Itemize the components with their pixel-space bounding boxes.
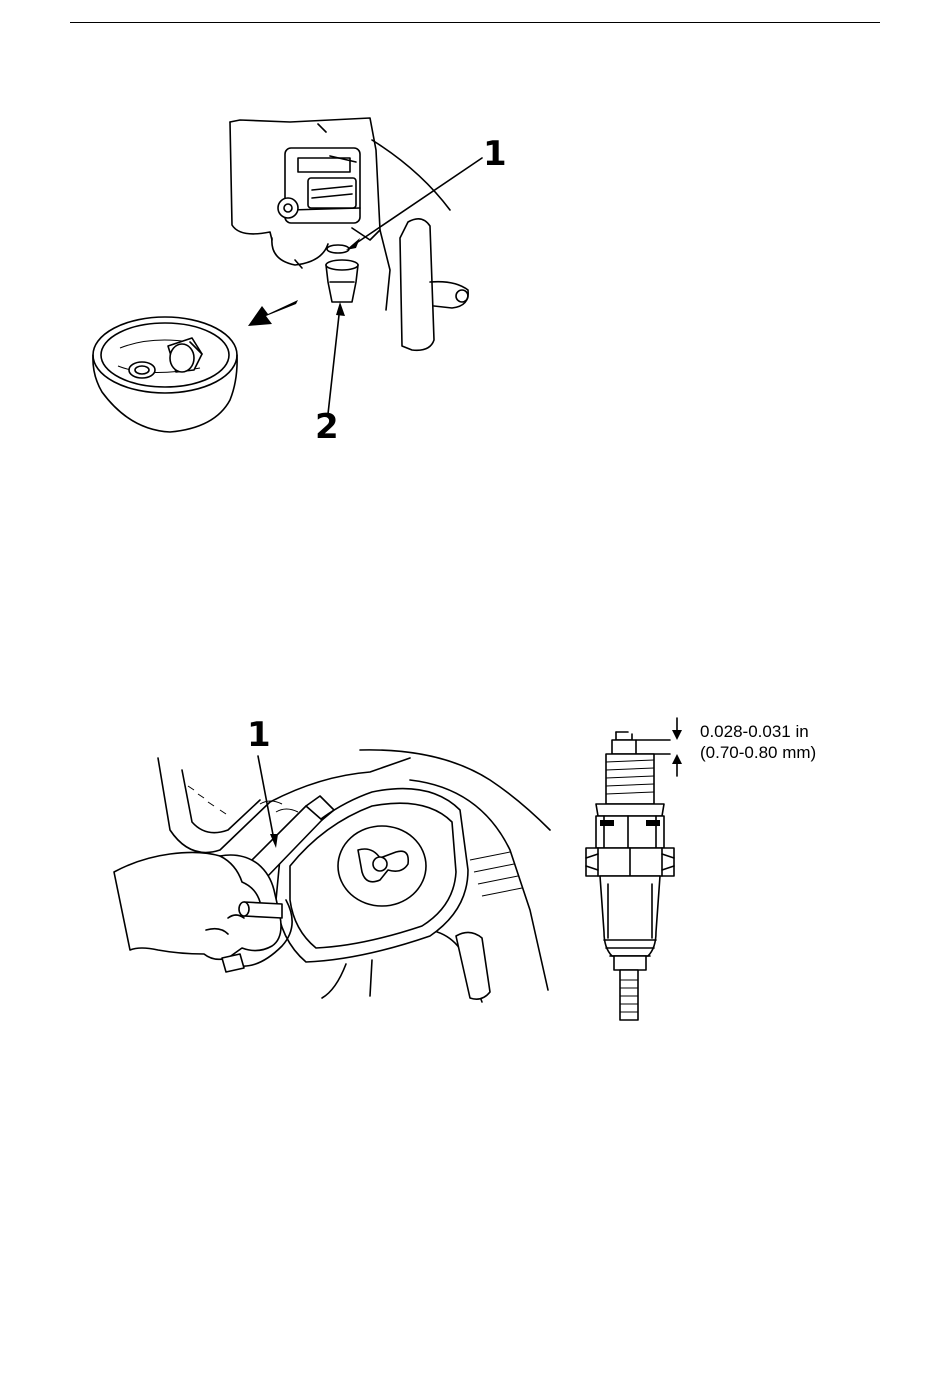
callout-1: 1 — [483, 137, 507, 171]
spark-plug-gap-inches: 0.028-0.031 in — [700, 722, 809, 742]
spark-plug-gap-illustration — [570, 712, 690, 1032]
callout-2: 2 — [315, 410, 339, 444]
spark-plug-removal-illustration — [110, 740, 560, 1010]
sediment-cup-illustration — [90, 110, 530, 450]
callout-1: 1 — [247, 718, 271, 752]
spark-plug-gap-mm: (0.70-0.80 mm) — [700, 743, 816, 763]
header-rule — [70, 22, 880, 23]
